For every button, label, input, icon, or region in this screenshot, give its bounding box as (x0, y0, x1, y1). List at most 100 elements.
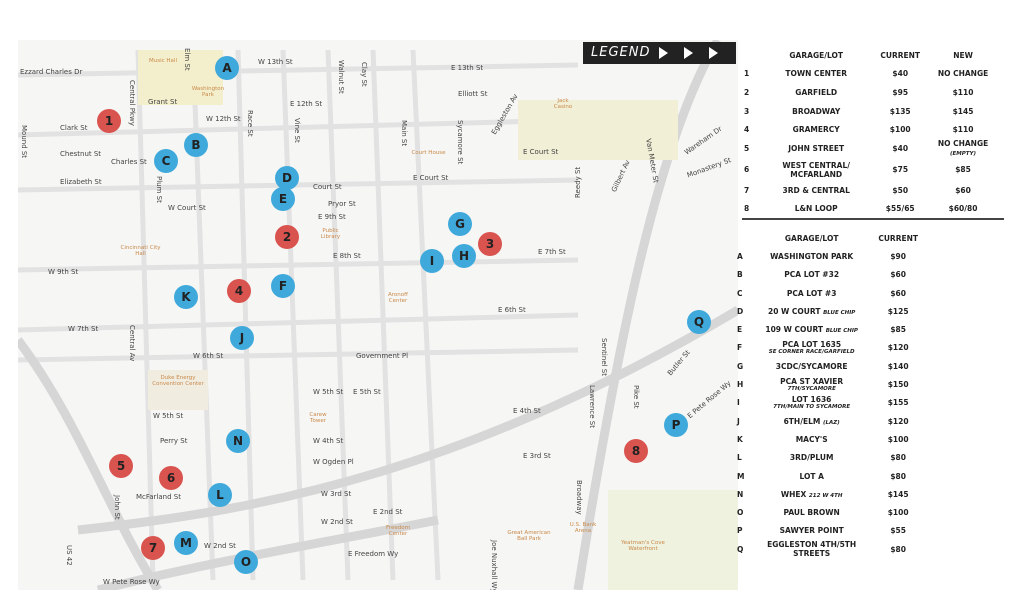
row-name-cell: PAUL BROWN (747, 503, 876, 521)
garage-marker-7[interactable]: 7 (141, 536, 165, 560)
street-label: Mound St (20, 125, 28, 159)
row-name-cell: EGGLESTON 4TH/5TH STREETS (747, 540, 876, 558)
poi-label: Carew Tower (309, 412, 327, 424)
row-name-cell: WHEX 212 W 4TH (747, 485, 876, 503)
poi-label: Jack Casino (553, 98, 573, 110)
row-note: 7TH/SYCAMORE (787, 386, 836, 393)
row-current: $60 (890, 270, 906, 280)
poi-label: Freedom Center (386, 525, 410, 537)
garage-marker-5[interactable]: 5 (109, 454, 133, 478)
lot-marker-d[interactable]: D (275, 166, 299, 190)
street-label: John St (113, 495, 121, 520)
lot-marker-i[interactable]: I (420, 249, 444, 273)
row-name: PCA LOT #3 (786, 288, 837, 298)
row-note: BLUE CHIP (823, 309, 856, 316)
row-current: $120 (887, 343, 909, 353)
garage-marker-8[interactable]: 8 (624, 439, 648, 463)
row-id: K (737, 434, 743, 444)
row-current: $40 (892, 69, 909, 79)
arrow-right-icon (684, 47, 693, 59)
lot-marker-n[interactable]: N (226, 429, 250, 453)
lot-marker-k[interactable]: K (174, 285, 198, 309)
poi-label: Duke Energy Convention Center (152, 375, 204, 387)
row-name-cell: WASHINGTON PARK (747, 247, 876, 265)
row-name: WASHINGTON PARK (770, 251, 854, 261)
row-name-cell: 109 W COURT BLUE CHIP (747, 320, 876, 338)
row-id: N (737, 489, 744, 499)
row-id: G (737, 361, 744, 371)
row-new: $110 (952, 87, 974, 97)
lot-marker-j[interactable]: J (230, 326, 254, 350)
street-label: E 5th St (353, 388, 381, 396)
street-label: Grant St (148, 98, 178, 106)
lot-marker-o[interactable]: O (234, 550, 258, 574)
row-id: 8 (744, 204, 750, 214)
row-id: 6 (744, 165, 750, 175)
row-name: BROADWAY (792, 106, 841, 116)
street-label: E 6th St (498, 306, 526, 314)
street-map[interactable]: Ezzard Charles Dr W 13th St E 12th St W … (18, 40, 738, 590)
poi-label: Cincinnati City Hall (120, 245, 161, 257)
lot-marker-l[interactable]: L (208, 483, 232, 507)
street-label: Reedy St (574, 166, 582, 198)
row-name-cell: PCA LOT #3 (747, 284, 876, 302)
street-label: Elizabeth St (60, 178, 102, 186)
garage-marker-1[interactable]: 1 (97, 109, 121, 133)
garage-marker-6[interactable]: 6 (159, 466, 183, 490)
lot-marker-m[interactable]: M (174, 531, 198, 555)
row-id: B (737, 270, 743, 280)
street-label: W 9th St (48, 268, 79, 276)
street-label: Joe Nuxhall Wy (490, 540, 498, 590)
street-label: E 12th St (290, 100, 323, 108)
street-label: Charles St (111, 158, 147, 166)
garage-marker-3[interactable]: 3 (478, 232, 502, 256)
garage-marker-2[interactable]: 2 (275, 225, 299, 249)
lot-marker-e[interactable]: E (271, 187, 295, 211)
lot-marker-p[interactable]: P (664, 413, 688, 437)
row-id: 3 (744, 106, 750, 116)
row-id: M (737, 471, 745, 481)
row-id: J (737, 416, 740, 426)
lot-marker-g[interactable]: G (448, 212, 472, 236)
poi-label: U.S. Bank Arena (569, 522, 597, 534)
row-current: $135 (889, 106, 911, 116)
street-label: McFarland St (136, 493, 181, 501)
lot-marker-b[interactable]: B (184, 133, 208, 157)
garage-marker-4[interactable]: 4 (227, 279, 251, 303)
lot-marker-h[interactable]: H (452, 244, 476, 268)
row-note: 7TH/MAIN TO SYCAMORE (773, 404, 851, 411)
lot-marker-a[interactable]: A (215, 56, 239, 80)
row-new: $85 (955, 165, 971, 175)
street-label: W 12th St (206, 115, 241, 123)
row-name-cell: MACY'S (747, 430, 876, 448)
row-new-note: (EMPTY) (950, 151, 977, 158)
row-name: 3RD & CENTRAL (782, 186, 850, 196)
street-label: E 4th St (513, 407, 541, 415)
street-label: E Court St (413, 174, 449, 182)
street-label: Walnut St (337, 60, 345, 94)
row-name-cell: 20 W COURT BLUE CHIP (747, 302, 876, 320)
row-new: $110 (952, 125, 974, 135)
street-label: Court St (313, 183, 342, 191)
row-current: $140 (887, 361, 909, 371)
row-name: TOWN CENTER (785, 69, 847, 79)
street-label: E 3rd St (523, 452, 551, 460)
header-current: CURRENT (878, 233, 918, 243)
lot-marker-c[interactable]: C (154, 149, 178, 173)
row-id: O (737, 508, 744, 518)
street-label: E 8th St (333, 252, 361, 260)
row-note: SE CORNER RACE/GARFIELD (768, 349, 855, 356)
row-new-cell: NO CHANGE (922, 65, 1004, 84)
lot-marker-q[interactable]: Q (687, 310, 711, 334)
lot-marker-f[interactable]: F (271, 274, 295, 298)
